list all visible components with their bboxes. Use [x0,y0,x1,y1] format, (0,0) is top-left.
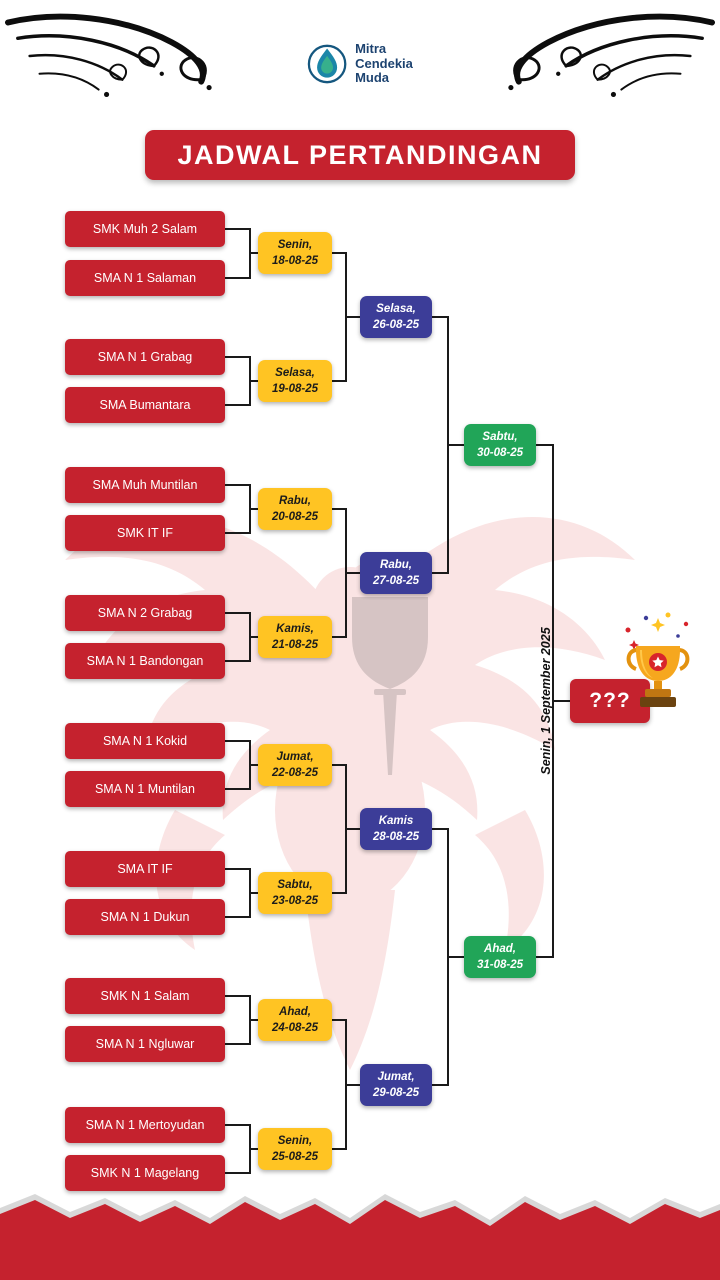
team-box: SMA N 1 Mertoyudan [65,1107,225,1143]
torn-paper-edge [0,1194,720,1280]
match-day: Senin, [277,1134,313,1147]
match-date: 30-08-25 [476,447,524,459]
team-box: SMA N 1 Bandongan [65,643,225,679]
match-date: 18-08-25 [271,255,319,267]
organizer-logo: Mitra Cendekia Muda [307,41,413,86]
corner-flourish-icon [4,13,212,98]
semifinal-date-box: Ahad, 31-08-25 [464,936,536,978]
match-date: 23-08-25 [271,895,319,907]
round1-date-box: Kamis, 21-08-25 [258,616,332,658]
match-day: Sabtu, [482,430,518,443]
team-box: SMK N 1 Magelang [65,1155,225,1191]
match-day: Ahad, [484,942,516,955]
team-box: SMK Muh 2 Salam [65,211,225,247]
match-date: 22-08-25 [271,767,319,779]
match-day: Kamis, [276,622,314,635]
team-box: SMA Muh Muntilan [65,467,225,503]
match-date: 28-08-25 [372,831,420,843]
team-box: SMA N 1 Salaman [65,260,225,296]
quarterfinal-date-box: Rabu, 27-08-25 [360,552,432,594]
team-box: SMA N 2 Grabag [65,595,225,631]
match-date: 24-08-25 [271,1022,319,1034]
round1-date-box: Sabtu, 23-08-25 [258,872,332,914]
match-date: 26-08-25 [372,319,420,331]
team-box: SMA N 1 Dukun [65,899,225,935]
title-banner: JADWAL PERTANDINGAN [145,130,575,180]
round1-date-box: Rabu, 20-08-25 [258,488,332,530]
round1-date-box: Senin, 18-08-25 [258,232,332,274]
corner-flourish-icon [508,13,716,98]
quarterfinal-date-box: Kamis 28-08-25 [360,808,432,850]
match-day: Jumat, [276,750,314,763]
match-day: Selasa, [376,302,416,315]
quarterfinal-date-box: Jumat, 29-08-25 [360,1064,432,1106]
quarterfinal-date-box: Selasa, 26-08-25 [360,296,432,338]
match-day: Rabu, [279,494,311,507]
team-box: SMA N 1 Kokid [65,723,225,759]
logo-drop-icon [307,44,347,84]
match-date: 20-08-25 [271,511,319,523]
team-box: SMA IT IF [65,851,225,887]
match-day: Ahad, [279,1005,311,1018]
emblem-watermark-icon [352,597,428,775]
semifinal-date-box: Sabtu, 30-08-25 [464,424,536,466]
final-date-label: Senin, 1 September 2025 [539,627,553,775]
round1-date-box: Jumat, 22-08-25 [258,744,332,786]
match-date: 25-08-25 [271,1151,319,1163]
match-day: Sabtu, [277,878,313,891]
match-date: 21-08-25 [271,639,319,651]
logo-text-line: Muda [355,70,390,86]
match-date: 31-08-25 [476,959,524,971]
trophy-icon [625,612,690,707]
match-day: Selasa, [275,366,315,379]
champion-placeholder-box: ??? [570,679,650,723]
round1-date-box: Selasa, 19-08-25 [258,360,332,402]
logo-text-line: Mitra [355,41,387,56]
team-box: SMK IT IF [65,515,225,551]
team-box: SMA Bumantara [65,387,225,423]
logo-text-line: Cendekia [355,55,413,71]
match-date: 27-08-25 [372,575,420,587]
match-date: 19-08-25 [271,383,319,395]
match-day: Senin, [277,238,313,251]
match-date: 29-08-25 [372,1087,420,1099]
round1-date-box: Ahad, 24-08-25 [258,999,332,1041]
match-day: Kamis [378,814,414,827]
logo-text: Mitra Cendekia Muda [355,41,413,86]
team-box: SMK N 1 Salam [65,978,225,1014]
page-title: JADWAL PERTANDINGAN [177,139,543,170]
round1-date-box: Senin, 25-08-25 [258,1128,332,1170]
team-box: SMA N 1 Ngluwar [65,1026,225,1062]
team-box: SMA N 1 Grabag [65,339,225,375]
match-day: Jumat, [377,1070,415,1083]
team-box: SMA N 1 Muntilan [65,771,225,807]
match-day: Rabu, [380,558,412,571]
